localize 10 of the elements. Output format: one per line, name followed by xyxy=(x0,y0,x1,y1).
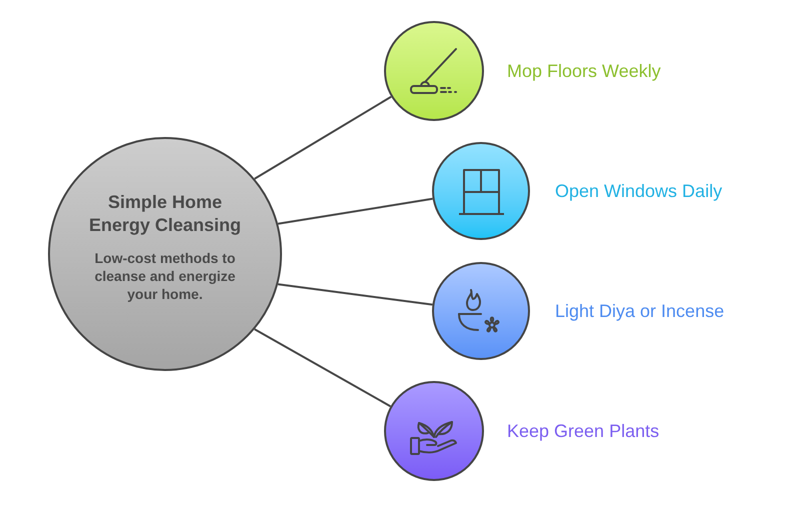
step-label: Open Windows Daily xyxy=(555,180,722,202)
step-label: Mop Floors Weekly xyxy=(507,60,661,82)
connector-line xyxy=(278,198,433,225)
topic-title: Simple Home Energy Cleansing xyxy=(88,191,242,237)
connector-line xyxy=(254,328,391,408)
topic-description: Low-cost methods to cleanse and energize your home. xyxy=(94,249,236,303)
step-label: Keep Green Plants xyxy=(507,420,660,442)
connector-line xyxy=(254,96,392,180)
step-label: Light Diya or Incense xyxy=(555,300,724,322)
connector-line xyxy=(278,283,433,306)
